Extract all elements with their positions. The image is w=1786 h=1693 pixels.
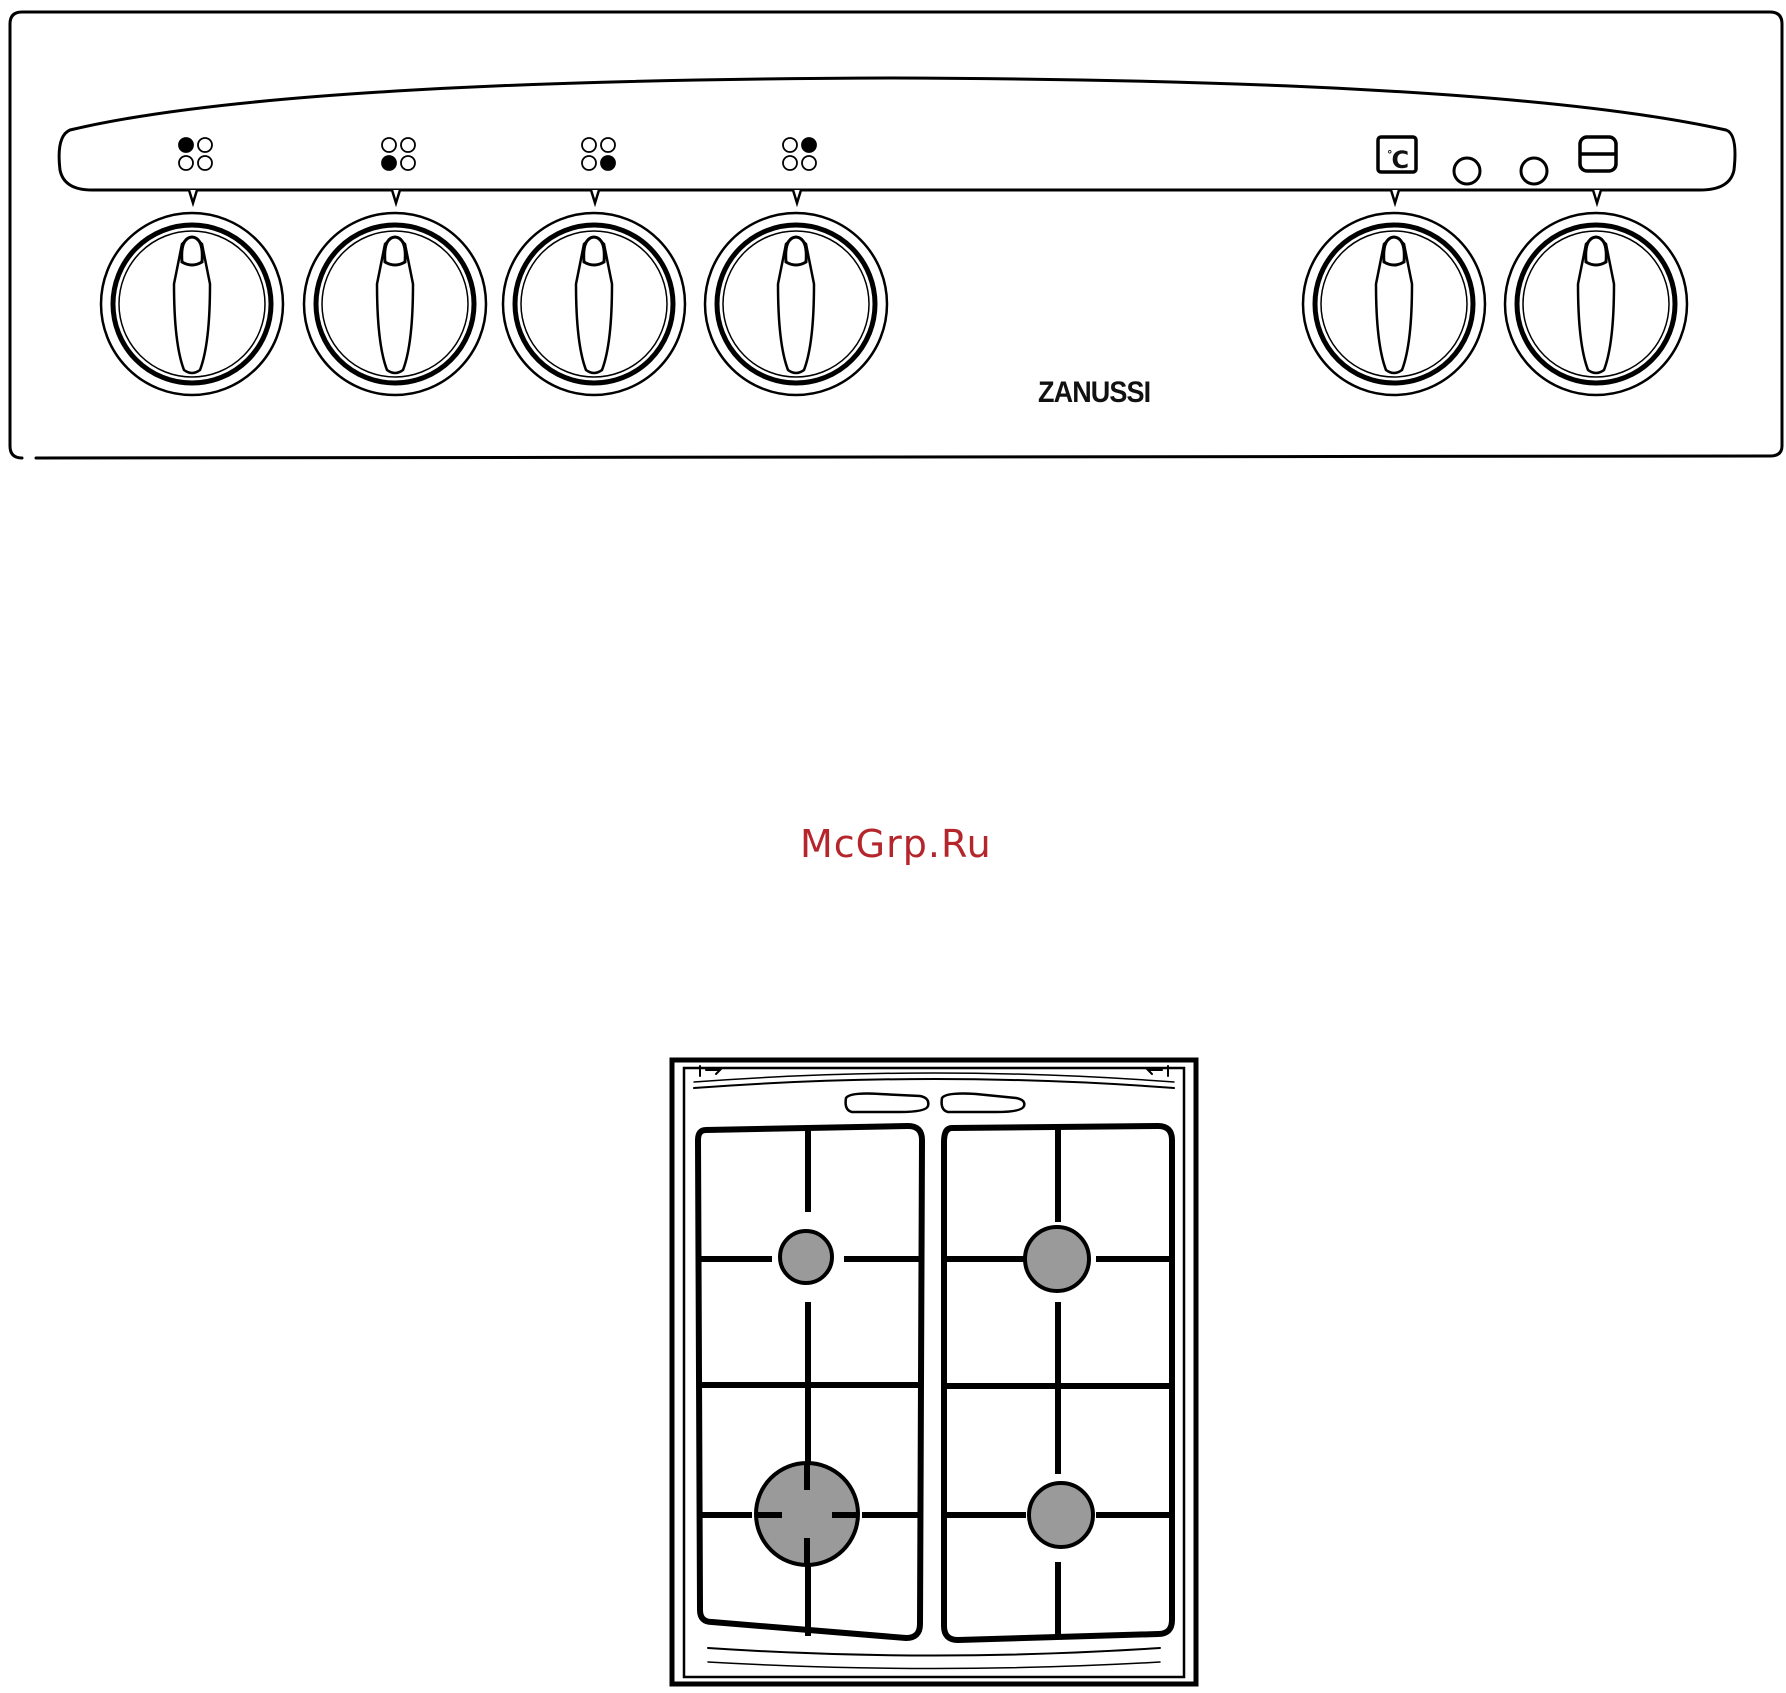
knobs [101,213,1687,395]
knob-pointer [1593,190,1601,203]
indicator-light [1454,158,1480,184]
zone-symbol-front-left [179,138,212,170]
temperature-symbol: °C [1380,138,1416,170]
indicator-light [1521,158,1547,184]
hob-back-edge [694,1079,1174,1088]
burner-rear-left [780,1231,832,1283]
zone-back-left-knob[interactable] [304,213,486,395]
hob-back-edge [694,1073,1174,1082]
knob-pointers [189,190,1601,203]
control-panel [10,12,1782,458]
knob-pointer [591,190,599,203]
zone-back-right-knob[interactable] [503,213,685,395]
zone-symbol-back-right [582,138,615,170]
grate-right [944,1126,1172,1640]
knob-pointer [392,190,400,203]
hob-front-edge [708,1648,1160,1656]
watermark-text: McGrp.Ru [800,822,992,866]
zone-front-left-knob[interactable] [101,213,283,395]
knob-pointer [793,190,801,203]
zone-symbol-front-right [783,138,816,170]
zone-symbol-back-left [382,138,415,170]
knob-pointer [1391,190,1399,203]
ignition-button [942,1094,1025,1113]
oven-temperature-knob[interactable] [1303,213,1485,395]
hob-outer-frame [672,1060,1196,1684]
knob-pointer [189,190,197,203]
ignition-button [846,1094,929,1113]
brand-logo: ZANUSSI [1038,376,1150,410]
zone-front-right-knob[interactable] [705,213,887,395]
oven-icon [1580,137,1616,171]
symbol-strip [59,78,1735,190]
hob-front-edge [708,1662,1160,1669]
oven-function-knob[interactable] [1505,213,1687,395]
hob-top-view [672,1060,1196,1684]
burner-rear-right [1025,1227,1089,1291]
hob-inner-frame [684,1068,1184,1677]
burner-front-right [1029,1483,1093,1547]
